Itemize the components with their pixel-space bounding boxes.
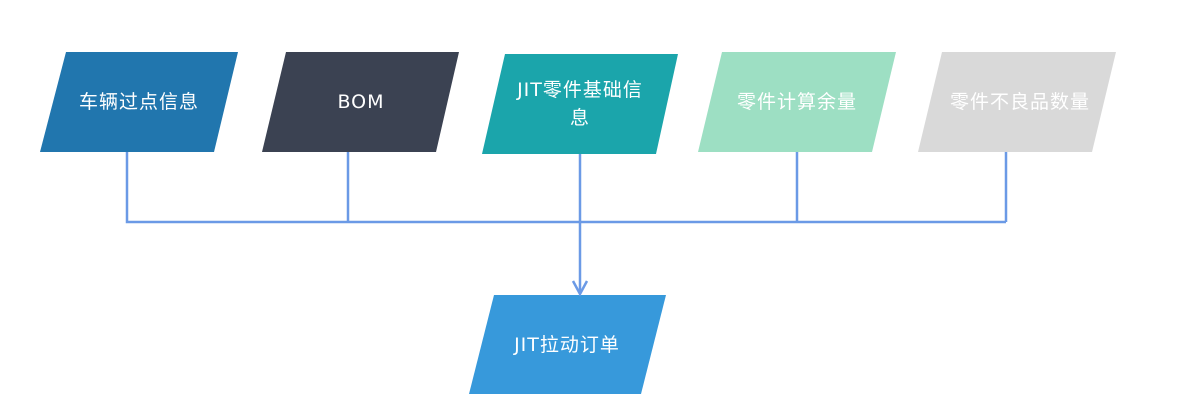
node-label-1: BOM — [337, 91, 385, 113]
node-label-2: JIT零件基础信息 — [517, 79, 643, 129]
output-label: JIT拉动订单 — [514, 334, 620, 356]
node-label-0: 车辆过点信息 — [78, 91, 199, 113]
node-label-3: 零件计算余量 — [736, 91, 857, 113]
node-label-4: 零件不良品数量 — [950, 91, 1091, 113]
arrow-head-icon — [571, 280, 589, 297]
connector-0 — [125, 152, 1006, 224]
node-shape-3 — [698, 52, 896, 152]
node-shape-4 — [918, 52, 1116, 152]
node-shape-1 — [262, 52, 459, 152]
node-shape-2 — [482, 54, 678, 154]
node-shape-0 — [40, 52, 238, 152]
output-shape — [469, 295, 666, 394]
